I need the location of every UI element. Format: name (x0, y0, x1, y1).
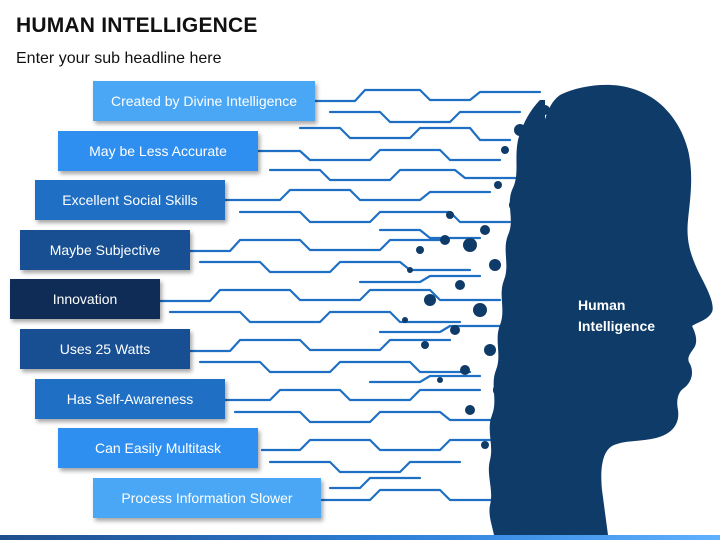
label-text: Has Self-Awareness (66, 391, 194, 407)
label-text: May be Less Accurate (89, 143, 227, 159)
label-box: Innovation (10, 279, 160, 319)
circuit-lines (158, 88, 542, 502)
label-box: Can Easily Multitask (58, 428, 258, 468)
label-box: Maybe Subjective (20, 230, 190, 270)
slide-title: HUMAN INTELLIGENCE (16, 14, 258, 37)
label-text: Maybe Subjective (49, 242, 161, 258)
label-box: Uses 25 Watts (20, 329, 190, 369)
face-label: Human Intelligence (578, 295, 688, 337)
label-text: Innovation (52, 291, 118, 307)
label-box: Process Information Slower (93, 478, 321, 518)
label-text: Process Information Slower (121, 490, 293, 506)
bottom-accent-bar (0, 535, 720, 540)
label-text: Excellent Social Skills (62, 192, 198, 208)
head-silhouette (521, 84, 713, 535)
face-label-line2: Intelligence (578, 318, 656, 334)
label-box: May be Less Accurate (58, 131, 258, 171)
label-box: Has Self-Awareness (35, 379, 225, 419)
face-label-line1: Human (578, 297, 626, 313)
label-box: Created by Divine Intelligence (93, 81, 315, 121)
label-box: Excellent Social Skills (35, 180, 225, 220)
label-text: Uses 25 Watts (59, 341, 151, 357)
head-fragment-edge (488, 100, 545, 535)
label-text: Created by Divine Intelligence (111, 93, 297, 109)
label-text: Can Easily Multitask (94, 440, 222, 456)
slide-subtitle: Enter your sub headline here (16, 50, 222, 67)
